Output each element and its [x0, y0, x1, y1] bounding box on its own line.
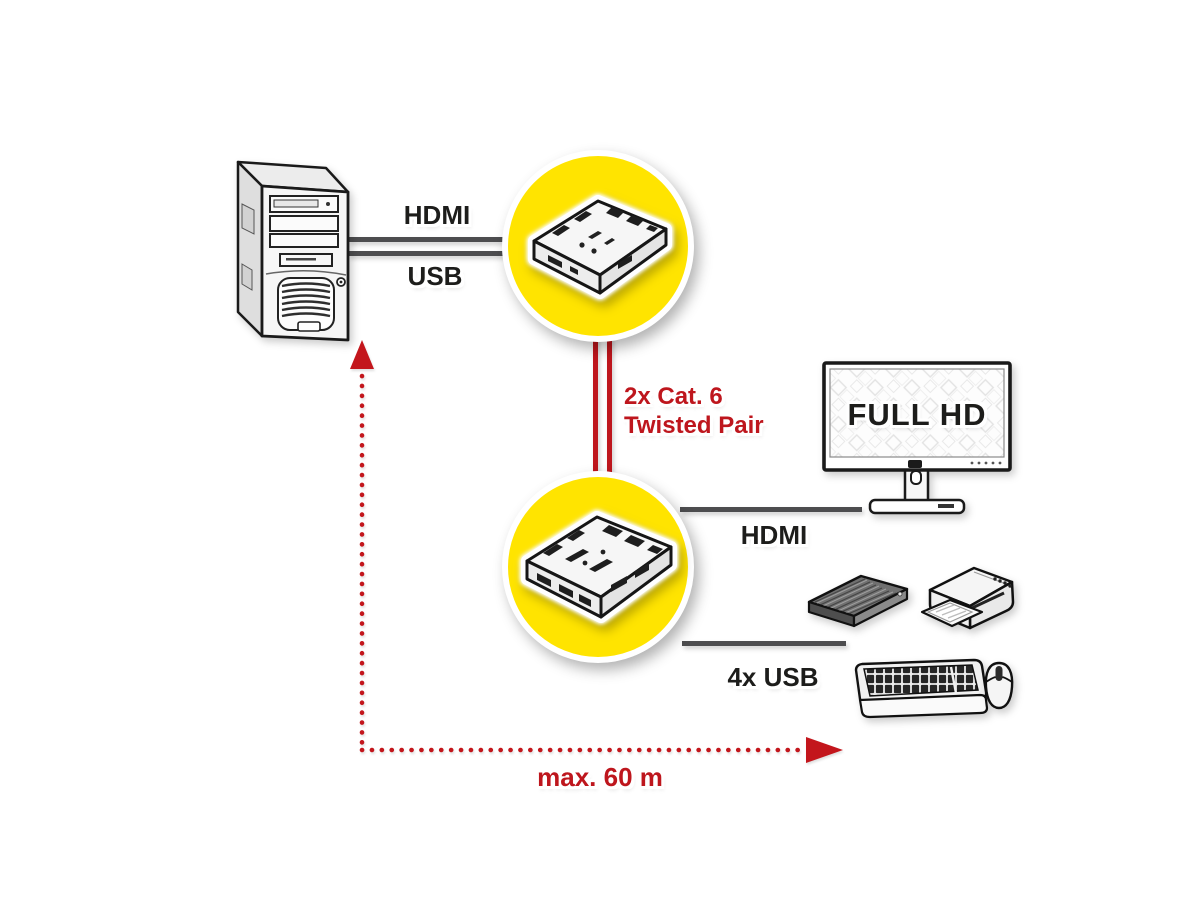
- hdmi-pc-label: HDMI: [403, 200, 471, 230]
- cat6-label-line2: Twisted Pair: [624, 412, 764, 439]
- usb-pc-label: USB: [407, 261, 463, 291]
- hdmi-monitor-label: HDMI: [740, 520, 808, 550]
- arrow-up-head: [350, 340, 374, 369]
- extender-transmitter-circle: [502, 150, 694, 342]
- keyboard-illustration: [854, 658, 989, 719]
- external-hdd-illustration: [807, 574, 909, 628]
- drive-bay: [269, 233, 339, 248]
- pc-tower-illustration: [236, 160, 350, 342]
- extender-receiver-unit: [521, 511, 677, 623]
- monitor-illustration: [822, 361, 1012, 515]
- printer-illustration: [920, 566, 1015, 630]
- paper-slot: [971, 591, 1005, 610]
- badge: [297, 321, 321, 332]
- stand-base: [868, 498, 966, 515]
- screen: [829, 368, 1005, 458]
- arrow-right-head: [806, 737, 843, 763]
- extender-transmitter-unit: [528, 195, 672, 299]
- full-hd-label: FULL HD: [847, 397, 987, 432]
- side-vent: [241, 263, 253, 291]
- hdd-led: [897, 591, 903, 597]
- receiver-to-usb-cable: [682, 641, 846, 646]
- side-vent: [241, 203, 255, 235]
- cat6-label-line1: 2x Cat. 6: [624, 383, 723, 410]
- optical-drive-bay: [269, 215, 339, 232]
- receiver-to-monitor-cable: [680, 507, 862, 512]
- mouse-illustration: [984, 661, 1014, 710]
- extender-receiver-circle: [502, 471, 694, 663]
- pc-to-transmitter-cables: [348, 237, 548, 256]
- usb-peripherals-label: 4x USB: [727, 662, 819, 692]
- cat6-label: 2x Cat. 6 Twisted Pair: [624, 382, 764, 440]
- scroll-area: [995, 666, 1003, 681]
- max-distance-arrow: [350, 340, 843, 763]
- cat6-link-cables: [593, 330, 612, 480]
- max-distance-label: max. 60 m: [537, 762, 663, 792]
